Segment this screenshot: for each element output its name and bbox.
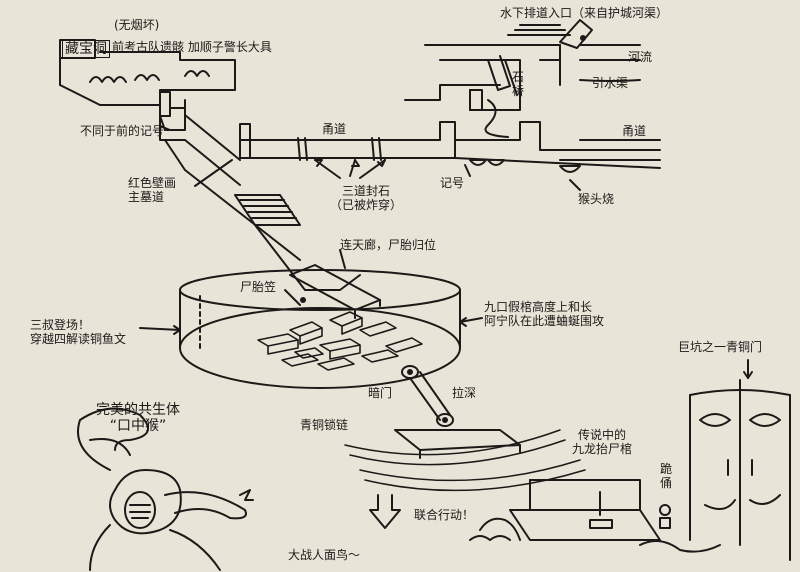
dragon-coffin — [469, 479, 721, 553]
side-door — [401, 365, 454, 427]
three-seals-label: 三道封石 （已被炸穿） — [330, 184, 403, 212]
mouth-monkey-figure — [77, 407, 254, 571]
vault-chamber — [59, 39, 236, 131]
coffins — [257, 311, 423, 371]
bowl-icons — [464, 159, 581, 191]
kneeling-figure-label: 跪俑 — [660, 462, 673, 490]
stairs — [234, 194, 361, 291]
bronze-chain-label: 青铜锁链 — [300, 418, 349, 432]
water-channel — [404, 19, 641, 138]
perfect-body-label: 完美的共生体 “口中猴” — [96, 402, 180, 434]
vault-label: 藏宝洞 — [62, 40, 110, 58]
stone-bridge-label: 石桥 — [512, 70, 525, 98]
channel-label: 引水渠 — [592, 76, 629, 90]
corpse-pit-label: 尸胎笠 — [240, 280, 277, 294]
legend-coffin-label: 传说中的 九龙抬尸棺 — [572, 428, 633, 456]
unmarked-notes-label: 不同于前的记号 — [80, 124, 165, 138]
three-objects-label: 三叔登场！ 穿越四解读铜鱼文 — [30, 318, 127, 346]
overpass-label: 连天廊，尸胎归位 — [340, 238, 437, 252]
bronze-chains — [344, 429, 586, 492]
side-door-label: 暗门 — [368, 386, 393, 400]
river-label: 河流 — [628, 50, 653, 64]
monkey-bowls-label: 猴头烧 — [578, 192, 615, 206]
mark-label: 记号 — [440, 176, 465, 190]
joint-action-label: 联合行动！ — [414, 508, 475, 522]
pull-depth-label: 拉深 — [452, 386, 477, 400]
giant-pit-label: 巨坑之一青铜门 — [678, 340, 763, 354]
big-battle-label: 大战人面鸟～ — [288, 548, 361, 562]
seal-arrows — [314, 159, 386, 179]
zone-note: (无烟坏) — [114, 18, 160, 32]
bronze-gate — [689, 359, 791, 561]
corpse-pit-arrow — [284, 289, 301, 306]
corridor-left-label: 甬道 — [322, 122, 347, 136]
vault-note: 前考古队遗骸 加顺子警长大具 — [112, 40, 272, 54]
mural-main-label: 红色壁画 主墓道 — [128, 176, 177, 204]
vault-path — [159, 99, 301, 261]
drain-entrance-label: 水下排道入口（来自护城河渠） — [500, 6, 669, 20]
corridor-right-label: 甬道 — [622, 124, 647, 138]
joint-action-arrow — [369, 494, 401, 529]
round-chamber — [179, 269, 461, 389]
main-corridor — [239, 121, 661, 169]
nine-pillars-label: 九口假棺高度上和长 阿宁队在此遭蛐蜒围攻 — [484, 300, 605, 328]
dark-details — [300, 35, 586, 423]
callout-arrows — [139, 125, 483, 335]
